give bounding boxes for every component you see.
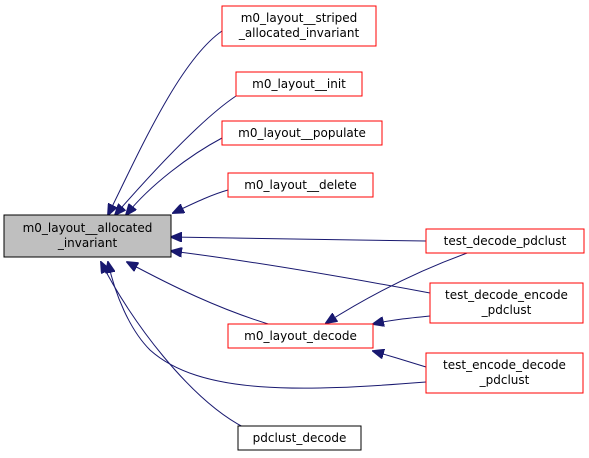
node-test-encode-decode-pdclust[interactable]: test_encode_decode _pdclust (425, 352, 584, 394)
node-focus-label-line-2: _invariant (57, 236, 118, 250)
node-test-encode-decode-pdclust-label-line-2: _pdclust (479, 373, 530, 387)
node-test-decode-encode-pdclust-label-line-1: test_decode_encode (445, 288, 568, 302)
edge-test-decode-pdclust-to-layout-decode (326, 251, 471, 323)
edge-test-encode-decode-pdclust-to-focus (108, 262, 427, 389)
edge-layout-init-to-focus (115, 95, 237, 215)
node-pdclust-decode[interactable]: pdclust_decode (237, 425, 362, 451)
edge-layout-populate-to-focus (126, 137, 223, 215)
node-layout-populate-label: m0_layout__populate (238, 126, 366, 140)
node-layout-delete-label: m0_layout__delete (244, 178, 357, 192)
node-layout-init[interactable]: m0_layout__init (235, 71, 363, 97)
edge-test-decode-encode-pdclust-to-layout-decode (373, 315, 431, 324)
edge-test-decode-pdclust-to-focus (171, 237, 427, 241)
node-focus[interactable]: m0_layout__allocated _invariant (3, 214, 172, 258)
node-striped-invariant-label-line-1: m0_layout__striped (241, 11, 358, 25)
node-pdclust-decode-label: pdclust_decode (253, 431, 347, 445)
edge-striped-invariant-to-focus (108, 30, 223, 215)
node-striped-invariant-label-line-2: _allocated_invariant (238, 26, 360, 40)
node-layout-decode-label: m0_layout_decode (244, 329, 357, 343)
edge-layout-decode-to-focus (127, 262, 276, 327)
node-focus-label-line-1: m0_layout__allocated (23, 221, 153, 235)
node-striped-invariant[interactable]: m0_layout__striped _allocated_invariant (221, 5, 377, 47)
node-test-decode-encode-pdclust[interactable]: test_decode_encode _pdclust (429, 282, 584, 324)
edge-test-decode-encode-pdclust-to-focus (171, 251, 431, 294)
edges-layer (101, 30, 471, 429)
node-layout-init-label: m0_layout__init (252, 77, 346, 91)
node-test-decode-pdclust[interactable]: test_decode_pdclust (425, 228, 585, 254)
node-layout-delete[interactable]: m0_layout__delete (227, 172, 374, 198)
node-test-decode-encode-pdclust-label-line-2: _pdclust (481, 303, 532, 317)
node-layout-populate[interactable]: m0_layout__populate (221, 120, 383, 146)
edge-pdclust-decode-to-focus (101, 262, 246, 429)
node-test-decode-pdclust-label: test_decode_pdclust (444, 234, 567, 248)
node-layout-decode[interactable]: m0_layout_decode (227, 323, 374, 349)
edge-layout-delete-to-focus (173, 189, 229, 213)
nodes-layer: m0_layout__allocated _invariant m0_layou… (3, 5, 585, 451)
node-test-encode-decode-pdclust-label-line-1: test_encode_decode (443, 358, 566, 372)
edge-test-encode-decode-pdclust-to-layout-decode (373, 351, 427, 368)
